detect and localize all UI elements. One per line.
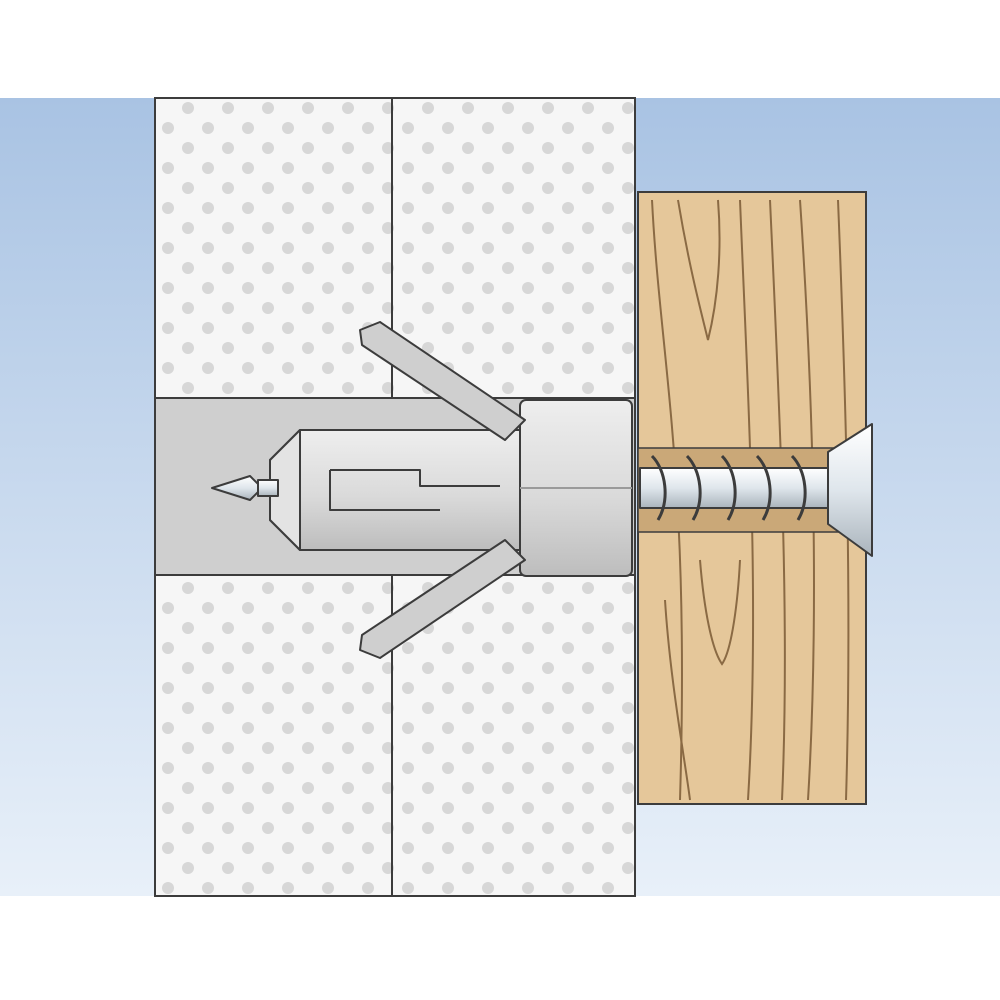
screw-thread (790, 454, 807, 521)
anchor-leg-upper (359, 321, 526, 441)
screw-thread (755, 454, 772, 521)
screw-thread (650, 454, 667, 521)
wood-grain-line (664, 599, 691, 801)
wood-grain-line (677, 199, 721, 341)
screw-thread (720, 454, 737, 521)
screw-inner-shank (257, 479, 279, 497)
expansion-anchor (269, 321, 633, 659)
wood-grain-line (699, 559, 741, 666)
wood-grain-line (651, 199, 683, 801)
anchor-slot (330, 469, 500, 487)
countersunk-wood-screw (211, 423, 873, 557)
screw-thread (685, 454, 702, 521)
screw-head (827, 423, 873, 557)
anchor-nose (269, 429, 301, 551)
anchor-body (269, 429, 521, 551)
anchor-leg-lower (359, 539, 526, 659)
